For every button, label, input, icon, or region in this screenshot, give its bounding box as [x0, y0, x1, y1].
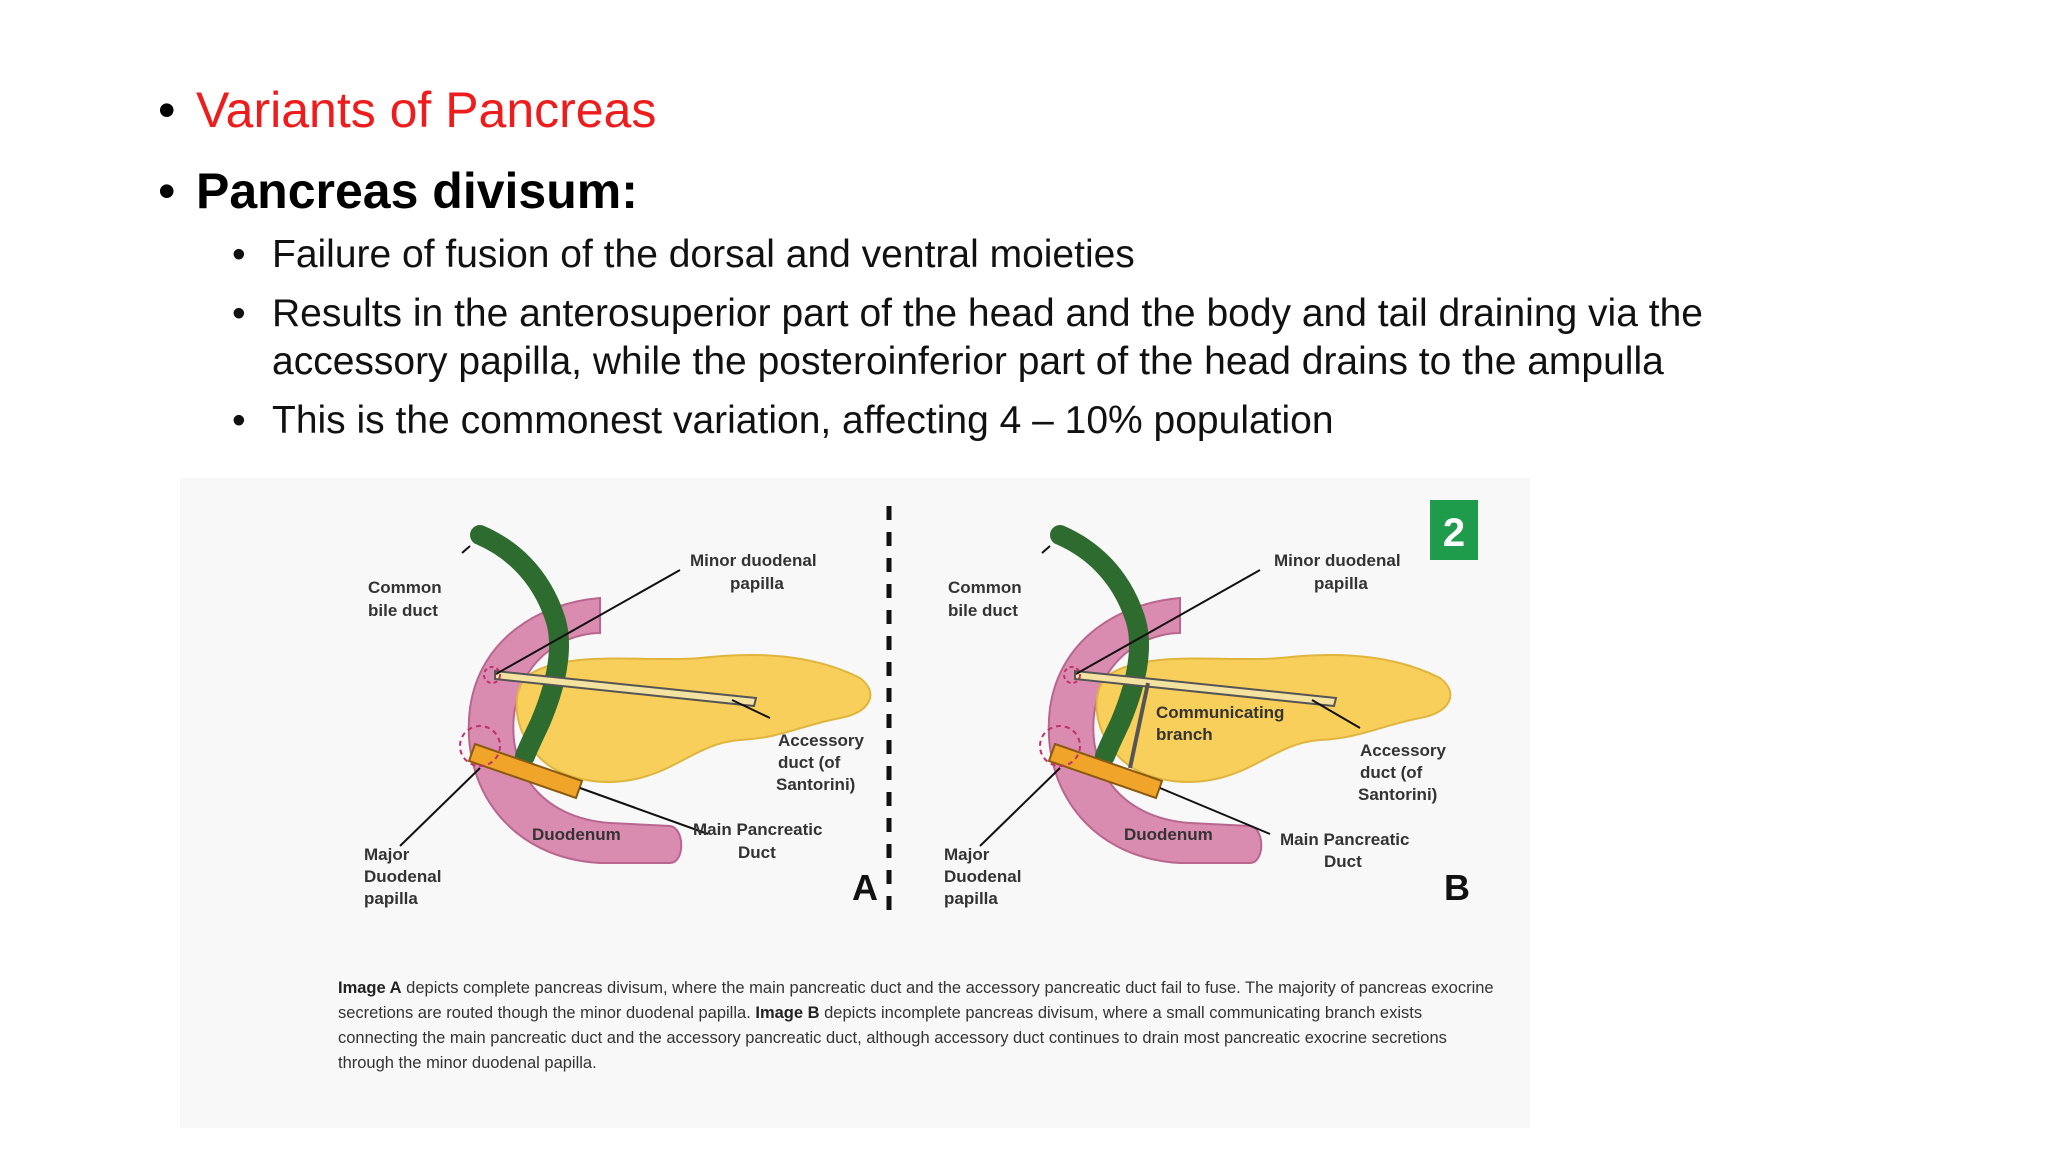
pointer-line: [579, 787, 709, 835]
major-papilla-marker: [1039, 725, 1081, 767]
label-duodenum: Duodenum: [532, 825, 621, 844]
pointer-line: [731, 699, 771, 719]
caption-a-label: Image A: [338, 979, 402, 997]
pointer-line: [1311, 699, 1361, 729]
label-main-duct-2: Duct: [1324, 852, 1362, 871]
label-minor-papilla-2: papilla: [730, 574, 784, 593]
label-major-papilla-3: papilla: [944, 889, 998, 908]
pancreas-divisum-figure: Common bile duct Minor duodenal papilla …: [180, 478, 1530, 1128]
pointer-line: [979, 767, 1061, 847]
label-accessory-duct-3: Santorini): [1358, 785, 1437, 804]
label-major-papilla-1: Major: [364, 845, 410, 864]
figure-badge-number: 2: [1443, 511, 1465, 555]
label-common-bile-duct-2: bile duct: [368, 601, 438, 620]
pointer-line: [1041, 545, 1051, 554]
label-duodenum: Duodenum: [1124, 825, 1213, 844]
major-papilla-marker: [459, 725, 501, 767]
accessory-duct-shape: [1074, 669, 1338, 708]
minor-papilla-marker: [1063, 666, 1081, 684]
point-text: accessory papilla, while the posteroinfe…: [272, 340, 1664, 383]
bullet-dot: •: [232, 233, 246, 276]
panel-b: Common bile duct Minor duodenal papilla …: [944, 525, 1470, 908]
bullet-dot: •: [232, 399, 246, 442]
point-text: Results in the anterosuperior part of th…: [272, 292, 1703, 335]
accessory-duct-shape: [494, 669, 758, 708]
pointer-line: [1159, 787, 1271, 835]
label-common-bile-duct-1: Common: [948, 578, 1022, 597]
label-minor-papilla-2: papilla: [1314, 574, 1368, 593]
label-major-papilla-2: Duodenal: [944, 867, 1021, 886]
label-communicating-1: Communicating: [1156, 703, 1284, 722]
figure-illustration: Common bile duct Minor duodenal papilla …: [364, 500, 1478, 918]
minor-papilla-marker: [483, 666, 501, 684]
point-text: This is the commonest variation, affecti…: [272, 399, 1334, 442]
label-common-bile-duct-2: bile duct: [948, 601, 1018, 620]
caption-b-text: depicts incomplete pancreas divisum, whe…: [338, 1004, 1447, 1072]
pointer-line: [495, 569, 681, 675]
label-minor-papilla-1: Minor duodenal: [1274, 551, 1401, 570]
label-main-duct-2: Duct: [738, 843, 776, 862]
panel-letter-b: B: [1444, 867, 1470, 908]
bullet-dot: •: [158, 163, 176, 219]
slide-bullets: • Variants of Pancreas • Pancreas divisu…: [0, 0, 2048, 460]
label-major-papilla-3: papilla: [364, 889, 418, 908]
subheading-text: Pancreas divisum:: [196, 163, 638, 219]
bullet-dot: •: [158, 82, 176, 138]
pointer-line: [399, 767, 481, 847]
label-main-duct-1: Main Pancreatic: [693, 820, 822, 839]
label-accessory-duct-2: duct (of: [1360, 763, 1423, 782]
label-common-bile-duct-1: Common: [368, 578, 442, 597]
pointer-line: [461, 545, 471, 554]
figure-badge: [1430, 500, 1478, 560]
panel-letter-a: A: [852, 867, 878, 908]
label-accessory-duct-1: Accessory: [1360, 741, 1447, 760]
label-accessory-duct-1: Accessory: [778, 731, 865, 750]
label-accessory-duct-3: Santorini): [776, 775, 855, 794]
label-major-papilla-1: Major: [944, 845, 990, 864]
pointer-line: [1075, 569, 1261, 675]
common-bile-duct-shape: [1050, 525, 1150, 766]
caption-a-text: depicts complete pancreas divisum, where…: [338, 979, 1494, 1022]
label-communicating-2: branch: [1156, 725, 1213, 744]
label-major-papilla-2: Duodenal: [364, 867, 441, 886]
point-text: Failure of fusion of the dorsal and vent…: [272, 233, 1135, 276]
figure-caption: Image A depicts complete pancreas divisu…: [338, 976, 1498, 1076]
caption-b-label: Image B: [755, 1004, 820, 1022]
heading-text: Variants of Pancreas: [196, 82, 657, 138]
bullet-dot: •: [232, 292, 246, 335]
label-minor-papilla-1: Minor duodenal: [690, 551, 817, 570]
communicating-branch-shape: [1128, 682, 1150, 769]
common-bile-duct-shape: [470, 525, 570, 766]
label-main-duct-1: Main Pancreatic: [1280, 830, 1409, 849]
panel-a: Common bile duct Minor duodenal papilla …: [364, 525, 878, 908]
label-accessory-duct-2: duct (of: [778, 753, 841, 772]
